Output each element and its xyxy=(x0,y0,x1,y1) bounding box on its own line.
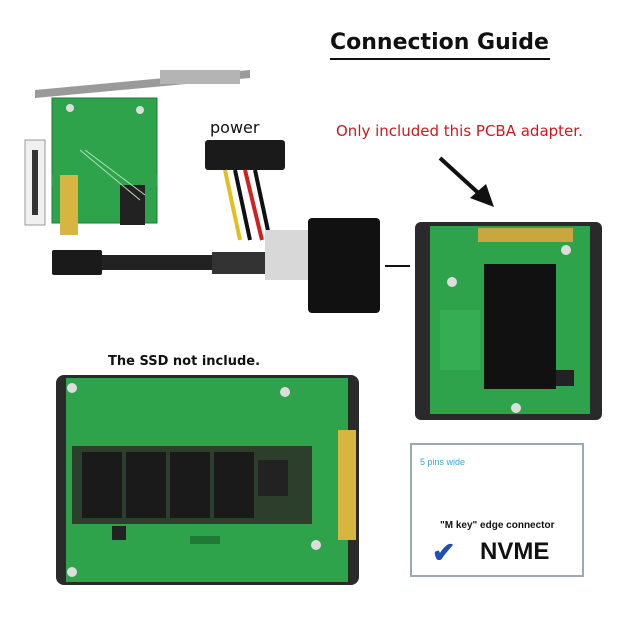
power-cable-image xyxy=(52,140,380,313)
m-key-label: "M key" edge connector xyxy=(440,520,555,531)
pins-wide-label: 5 pins wide xyxy=(420,457,466,467)
ssd-not-included-note: The SSD not include. xyxy=(108,354,261,369)
included-note: Only included this PCBA adapter. xyxy=(336,122,583,140)
pcba-adapter-image xyxy=(415,222,602,420)
pcie-card-image xyxy=(24,70,250,235)
title-underline xyxy=(330,58,550,60)
page-title: Connection Guide xyxy=(330,30,549,55)
checkmark-icon: ✔ xyxy=(432,537,456,568)
power-label: power xyxy=(210,118,260,137)
ssd-enclosure-image xyxy=(56,375,359,585)
arrow-icon xyxy=(438,156,494,207)
connector-info-panel xyxy=(410,443,584,577)
nvme-label: NVME xyxy=(480,538,550,565)
